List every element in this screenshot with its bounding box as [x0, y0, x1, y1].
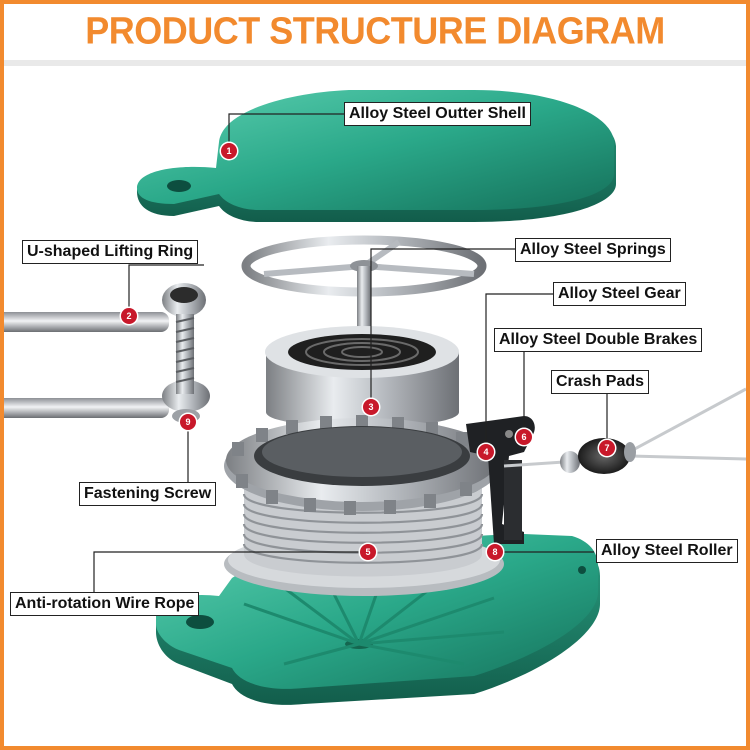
gear-ring-part — [224, 415, 500, 515]
badge-6: 6 — [516, 429, 532, 445]
badge-9: 9 — [180, 414, 196, 430]
badge-5: 5 — [360, 544, 376, 560]
badge-1: 1 — [221, 143, 237, 159]
label-outer-shell: Alloy Steel Outter Shell — [344, 102, 531, 126]
label-lifting-ring: U-shaped Lifting Ring — [22, 240, 199, 264]
badge-3: 3 — [363, 399, 379, 415]
badge-7: 7 — [599, 440, 615, 456]
label-wire-rope: Anti-rotation Wire Rope — [10, 592, 200, 616]
label-fastening-screw: Fastening Screw — [79, 482, 217, 506]
label-springs: Alloy Steel Springs — [515, 238, 671, 262]
label-gear: Alloy Steel Gear — [553, 282, 686, 306]
spring-drum-part — [265, 326, 459, 427]
crash-pad-cable-part — [503, 387, 746, 474]
exploded-view-illustration — [4, 90, 746, 705]
badge-4: 4 — [478, 444, 494, 460]
label-crash-pads: Crash Pads — [551, 370, 650, 394]
lifting-ring-part — [4, 283, 210, 418]
label-double-brakes: Alloy Steel Double Brakes — [494, 328, 703, 352]
page-title: PRODUCT STRUCTURE DIAGRAM — [85, 8, 665, 52]
title-underline — [4, 60, 746, 66]
badge-2: 2 — [121, 308, 137, 324]
label-roller: Alloy Steel Roller — [596, 539, 738, 563]
badge-8: 8 — [487, 544, 503, 560]
